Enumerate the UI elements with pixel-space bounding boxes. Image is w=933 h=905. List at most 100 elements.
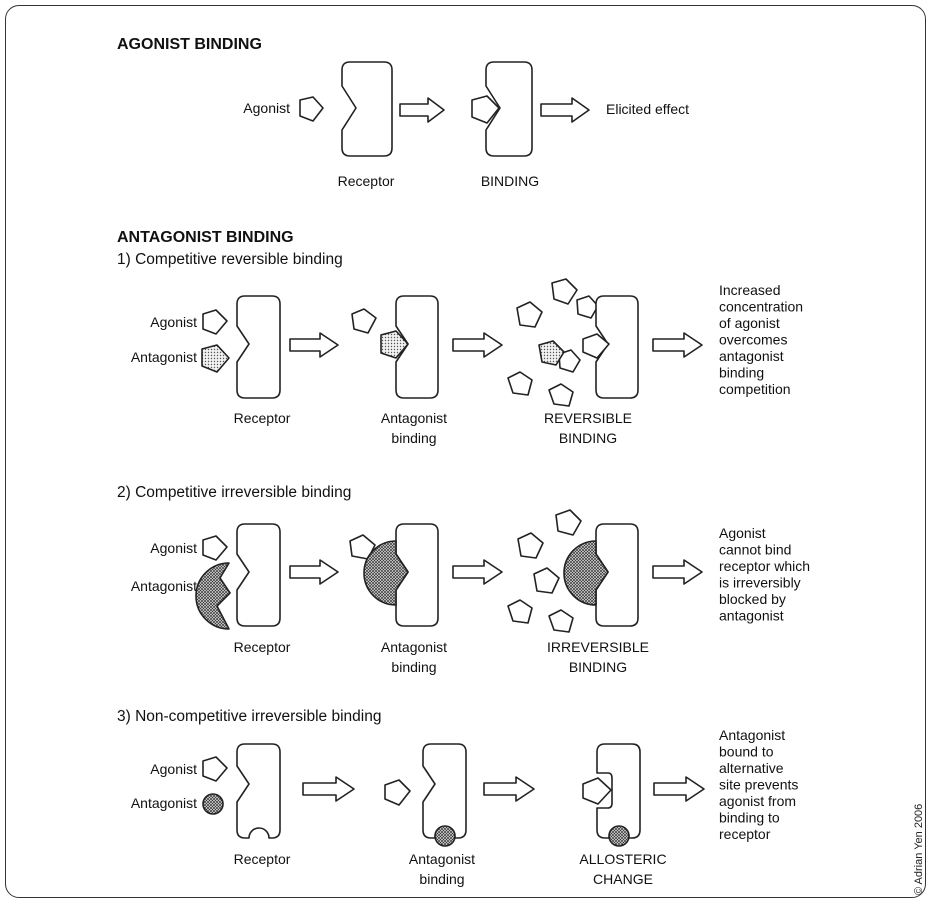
section-2-title: 2) Competitive irreversible binding bbox=[117, 484, 351, 501]
antagonist-label: Antagonist bbox=[131, 349, 197, 365]
section-1-title: 1) Competitive reversible binding bbox=[117, 251, 343, 268]
hollow-arrow-icon bbox=[540, 97, 590, 123]
pentagon-icon bbox=[548, 609, 574, 633]
text-line: binding bbox=[391, 430, 436, 446]
text-line: competition bbox=[719, 381, 791, 397]
receptor-block-icon bbox=[595, 523, 639, 627]
pentagon-icon bbox=[517, 532, 544, 559]
pentagon-icon bbox=[202, 756, 228, 782]
text-line: Antagonist bbox=[381, 410, 447, 426]
text-line: BINDING bbox=[559, 430, 617, 446]
stage-label-reversible-binding: REVERSIBLE BINDING bbox=[544, 410, 632, 446]
hollow-arrow-icon bbox=[483, 776, 535, 802]
stippled-semicircle-icon bbox=[563, 540, 609, 606]
hollow-arrow-icon bbox=[653, 776, 705, 802]
section-3-title: 3) Non-competitive irreversible binding bbox=[117, 708, 381, 725]
text-line: concentration bbox=[719, 299, 803, 315]
agonist-label: Agonist bbox=[150, 761, 197, 777]
text-line: Receptor bbox=[234, 851, 291, 867]
pentagon-icon bbox=[299, 96, 324, 122]
stippled-circle-icon bbox=[608, 825, 630, 847]
receptor-block-icon bbox=[236, 523, 281, 627]
text-line: overcomes bbox=[719, 332, 787, 348]
pentagon-icon bbox=[516, 301, 543, 328]
text-line: binding bbox=[419, 871, 464, 887]
text-line: BINDING bbox=[569, 659, 627, 675]
pentagon-icon bbox=[202, 535, 228, 561]
receptor-block-icon bbox=[395, 523, 439, 627]
receptor-block-icon bbox=[236, 743, 281, 839]
text-line: receptor bbox=[719, 826, 771, 842]
hollow-arrow-icon bbox=[289, 332, 339, 358]
receptor-block-icon bbox=[485, 61, 533, 157]
stage-label-receptor: Receptor bbox=[234, 851, 291, 867]
text-line: Increased bbox=[719, 282, 780, 298]
text-line: binding bbox=[719, 365, 764, 381]
agonist-label: Agonist bbox=[150, 540, 197, 556]
text-line: cannot bind bbox=[719, 542, 791, 558]
receptor-block-icon bbox=[595, 295, 639, 399]
text-line: Agonist bbox=[719, 525, 766, 541]
pentagon-icon bbox=[582, 777, 612, 805]
hollow-arrow-icon bbox=[399, 97, 445, 123]
text-line: Antagonist bbox=[409, 851, 475, 867]
text-line: ALLOSTERIC bbox=[579, 851, 666, 867]
stippled-pentagon-icon bbox=[538, 340, 565, 366]
text-line: Antagonist bbox=[719, 727, 785, 743]
stage-label-receptor: Receptor bbox=[234, 639, 291, 655]
text-line: REVERSIBLE bbox=[544, 410, 632, 426]
receptor-block-icon bbox=[341, 61, 393, 157]
pentagon-icon bbox=[351, 308, 377, 334]
hollow-arrow-icon bbox=[452, 559, 503, 585]
text-line: antagonist bbox=[719, 608, 784, 624]
text-line: receptor which bbox=[719, 558, 810, 574]
agonist-label: Agonist bbox=[150, 314, 197, 330]
hollow-arrow-icon bbox=[302, 776, 355, 802]
text-line: Receptor bbox=[234, 410, 291, 426]
pentagon-icon bbox=[551, 278, 578, 305]
elicited-effect-label: Elicited effect bbox=[606, 101, 689, 117]
pentagon-icon bbox=[384, 779, 411, 806]
agonist-label: Agonist bbox=[243, 100, 290, 116]
stippled-pentagon-icon bbox=[380, 330, 409, 359]
hollow-arrow-icon bbox=[452, 332, 503, 358]
text-line: Antagonist bbox=[381, 639, 447, 655]
receptor-block-icon bbox=[236, 295, 281, 399]
stippled-circle-icon bbox=[202, 793, 224, 815]
text-line: CHANGE bbox=[593, 871, 653, 887]
antagonist-label: Antagonist bbox=[131, 578, 197, 594]
pentagon-icon bbox=[558, 349, 581, 373]
text-line: agonist from bbox=[719, 793, 796, 809]
stage-label-antagonist-binding: Antagonist binding bbox=[381, 410, 447, 446]
stage-label-antagonist-binding: Antagonist binding bbox=[381, 639, 447, 675]
stippled-semicircle-icon bbox=[195, 562, 231, 630]
receptor-label: Receptor bbox=[338, 173, 395, 189]
antagonist-label: Antagonist bbox=[131, 795, 197, 811]
stippled-semicircle-icon bbox=[363, 540, 409, 606]
text-line: site prevents bbox=[719, 777, 798, 793]
text-line: bound to bbox=[719, 744, 774, 760]
copyright-notice: © Adrian Yen 2006 bbox=[913, 804, 925, 895]
pentagon-icon bbox=[555, 509, 582, 536]
text-line: antagonist bbox=[719, 348, 784, 364]
text-line: binding bbox=[391, 659, 436, 675]
text-line: Receptor bbox=[234, 639, 291, 655]
receptor-block-icon bbox=[395, 295, 439, 399]
hollow-arrow-icon bbox=[289, 559, 339, 585]
hollow-arrow-icon bbox=[652, 332, 703, 358]
text-line: blocked by bbox=[719, 591, 786, 607]
pentagon-icon bbox=[533, 567, 560, 594]
antagonist-binding-heading: ANTAGONIST BINDING bbox=[117, 229, 294, 246]
text-line: of agonist bbox=[719, 315, 780, 331]
pentagon-icon bbox=[548, 383, 574, 407]
stippled-pentagon-icon bbox=[201, 344, 230, 373]
diagram-frame bbox=[5, 5, 926, 898]
pentagon-icon bbox=[576, 295, 599, 319]
section-1-stage-labels: Receptor Antagonist binding REVERSIBLE BIN… bbox=[234, 410, 632, 446]
text-line: is irreversibly bbox=[719, 575, 801, 591]
